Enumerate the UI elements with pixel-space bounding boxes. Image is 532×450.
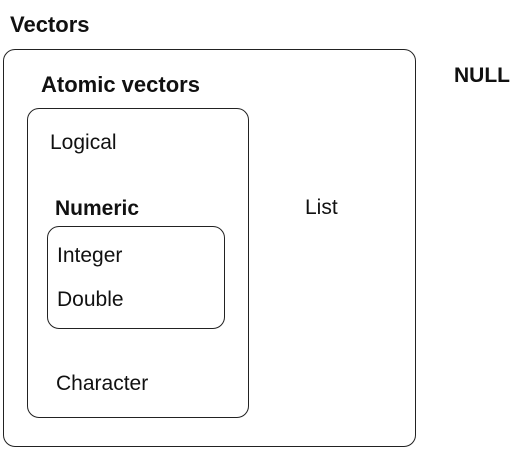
- numeric-title: Numeric: [55, 197, 140, 220]
- character-label: Character: [56, 372, 149, 395]
- logical-label: Logical: [50, 131, 117, 154]
- atomic-vectors-title: Atomic vectors: [41, 72, 200, 97]
- double-label: Double: [57, 288, 124, 311]
- list-label: List: [305, 196, 338, 219]
- atomic-vectors-container: [27, 108, 249, 418]
- integer-label: Integer: [57, 244, 123, 267]
- vectors-title: Vectors: [10, 12, 90, 37]
- numeric-container: [47, 226, 225, 329]
- vectors-container: [3, 49, 416, 447]
- null-label: NULL: [454, 64, 510, 87]
